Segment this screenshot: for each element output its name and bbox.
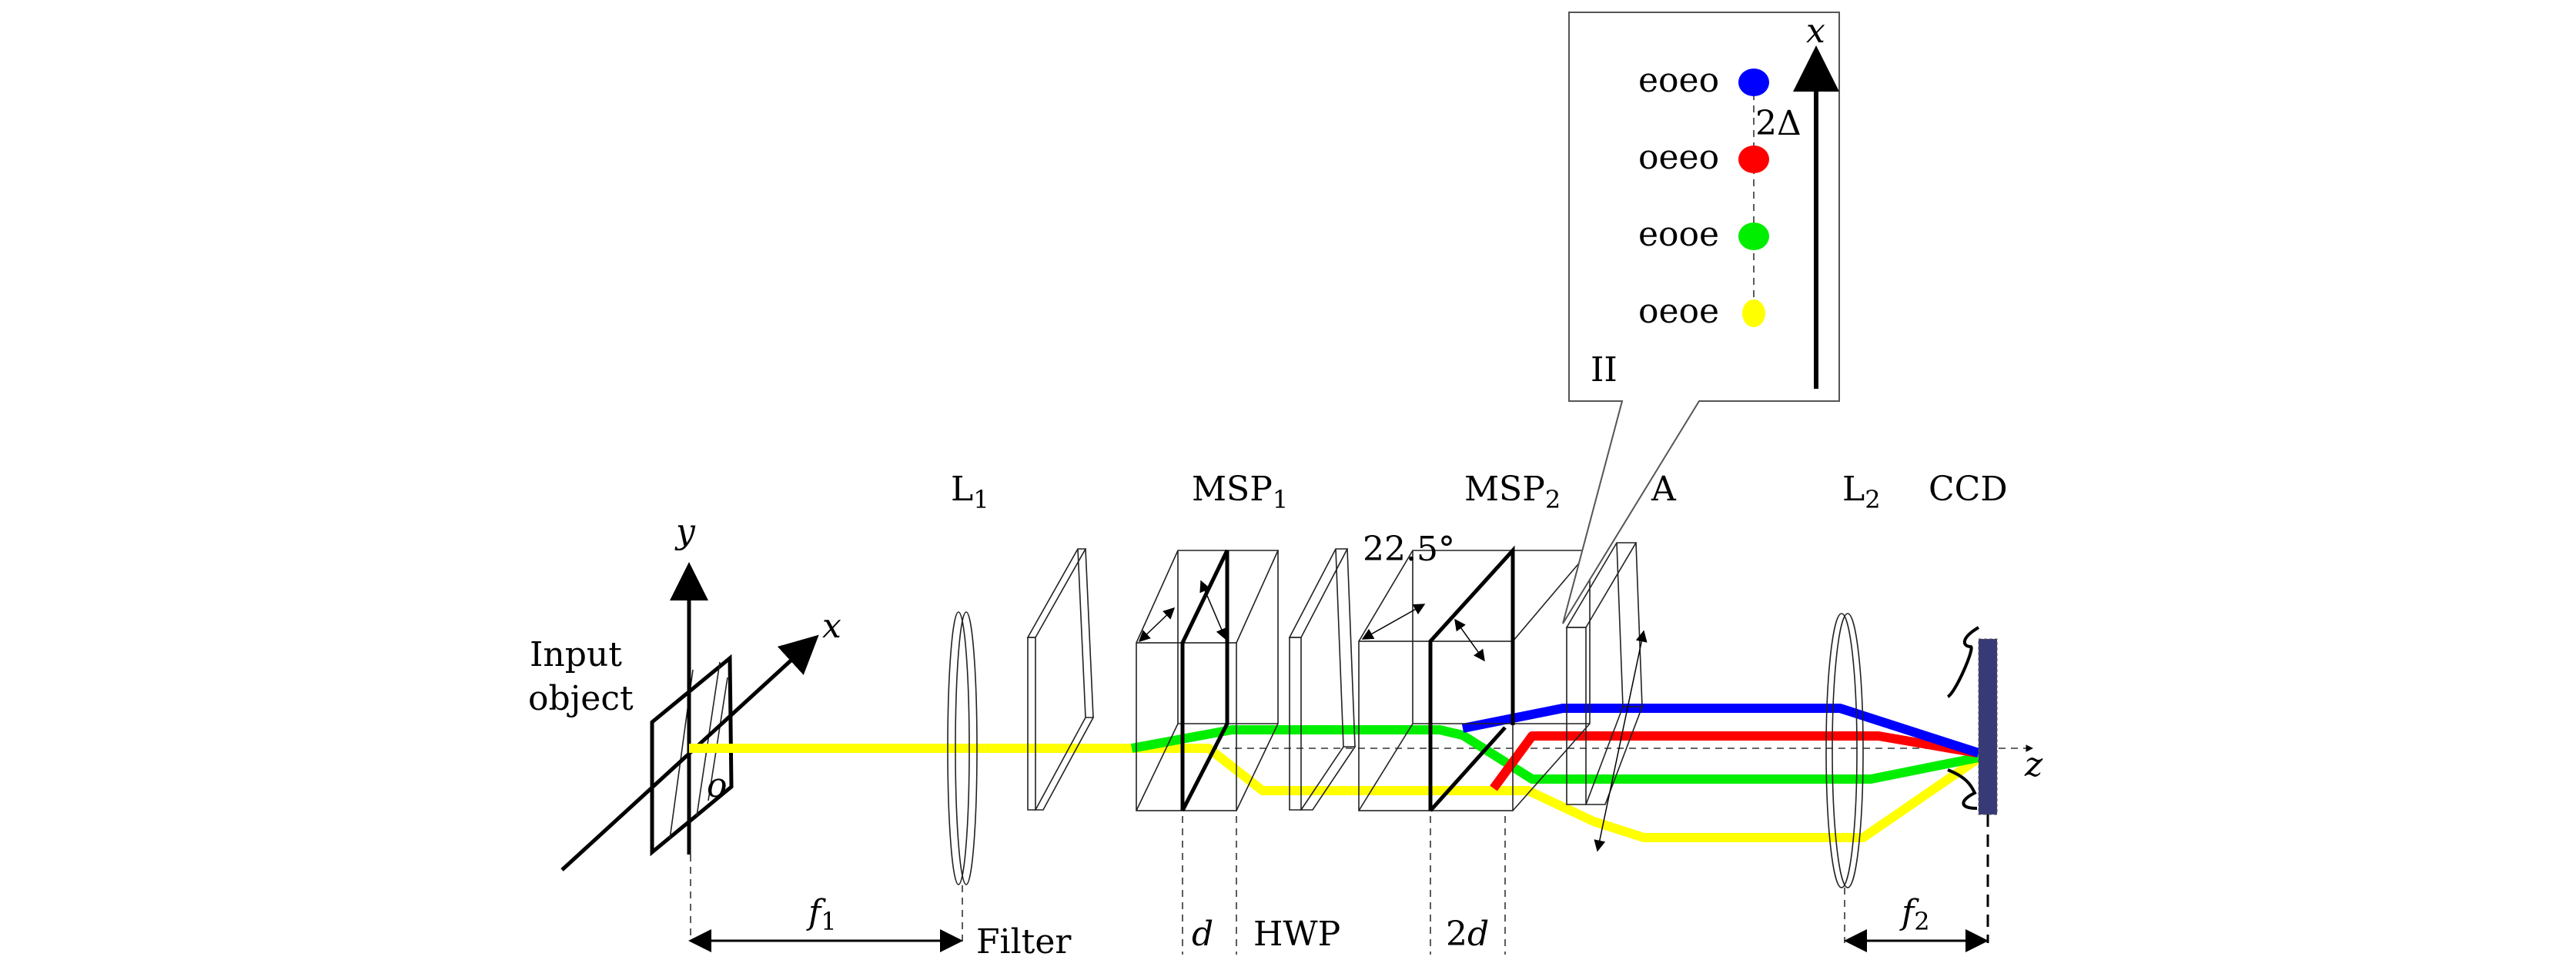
lens1-label: L1 [951, 470, 989, 514]
input-object [650, 654, 734, 857]
inset-spacing-label: 2Δ [1755, 104, 1802, 143]
inset-label: II [1591, 350, 1618, 390]
y-axis-label: y [674, 512, 696, 551]
x-axis-arrow [560, 634, 819, 871]
analyzer-label: A [1651, 470, 1677, 509]
x-axis-label: x [822, 607, 841, 646]
inset-spot-label: oeeo [1638, 138, 1719, 177]
msp1-label: MSP1 [1192, 470, 1288, 514]
msp2-thickness-label: 2d [1446, 915, 1489, 954]
analyzer-plate [1565, 542, 1648, 852]
filter-label: Filter [976, 922, 1072, 962]
inset-callout [1562, 12, 1840, 624]
hwp-label: HWP [1253, 915, 1340, 954]
inset-x-axis-label: x [1806, 12, 1825, 51]
inset-spot-label: eooe [1638, 215, 1719, 254]
msp2-prism [1358, 545, 1591, 812]
msp2-label: MSP2 [1464, 470, 1561, 514]
msp1-thickness-label: d [1192, 915, 1213, 954]
ccd-sensor [1978, 638, 1998, 815]
inset-spot-label: eoeo [1638, 61, 1719, 100]
hwp-plate [1288, 548, 1357, 811]
inset-spot-eooe [1738, 222, 1769, 250]
lens2-label: L2 [1842, 470, 1881, 514]
inset-spot-eoeo [1738, 69, 1769, 96]
z-axis-label: z [2024, 745, 2043, 784]
inset-spot-label: oeoe [1638, 292, 1719, 331]
ccd-intensity-profile [1946, 626, 1980, 810]
msp1-prism [1136, 549, 1280, 812]
input-object-label-line1: Input [530, 635, 622, 674]
lens-l1 [947, 611, 978, 943]
filter-plate [1026, 548, 1095, 811]
beam-blue [1461, 704, 1980, 758]
inset-spot-oeoe [1742, 299, 1765, 327]
beam-yellow [689, 744, 1982, 842]
input-object-label-line2: object [528, 679, 634, 718]
inset-spot-oeeo [1738, 146, 1769, 173]
origin-label: o [707, 766, 728, 805]
f1-label: f1 [806, 893, 837, 936]
f2-label: f2 [1899, 893, 1930, 936]
ccd-label: CCD [1929, 470, 2008, 509]
hwp-angle-label: 22.5° [1363, 530, 1455, 569]
lens-l2 [1825, 613, 1864, 943]
beam-green [1130, 725, 1984, 784]
